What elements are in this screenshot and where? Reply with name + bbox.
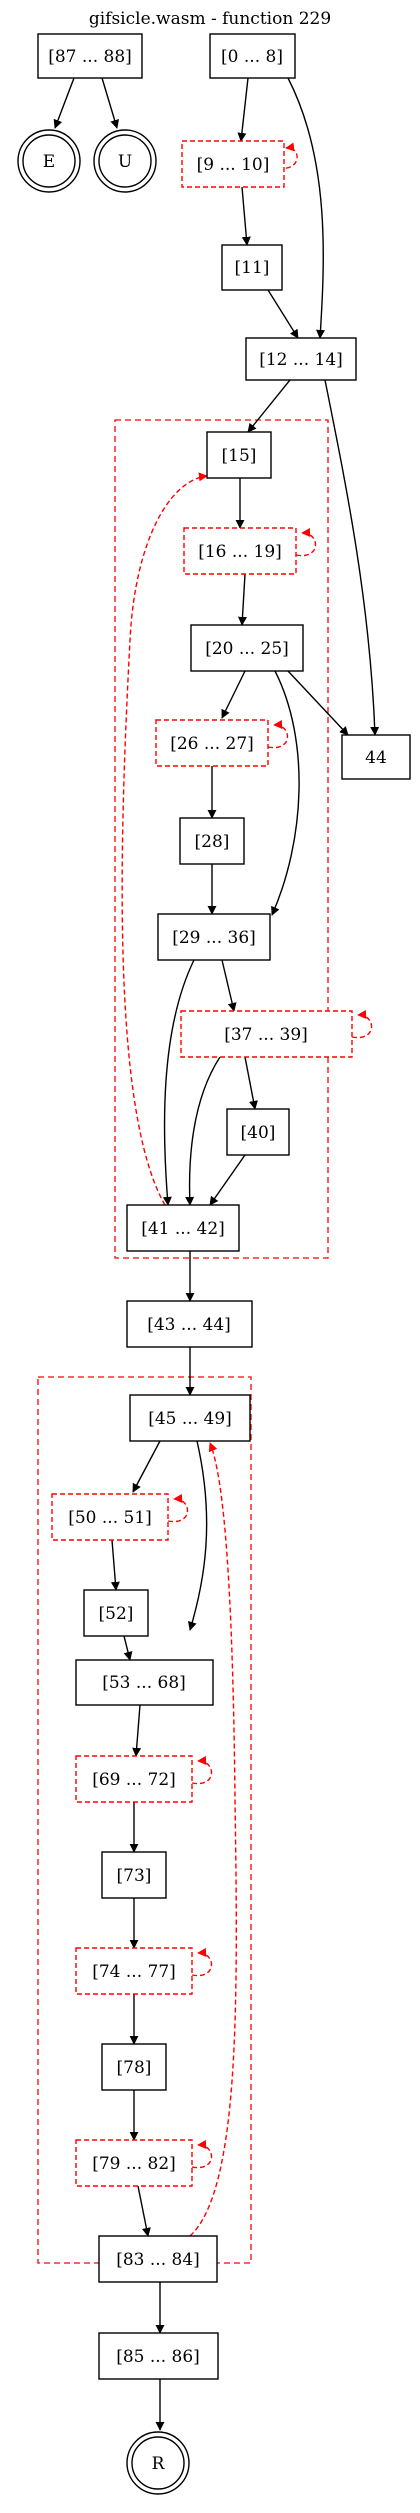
edges	[53, 77, 380, 2431]
edge-50-self-loop	[167, 1494, 189, 1523]
edge-87-to-e	[53, 77, 75, 129]
node-78: [78]	[101, 2043, 167, 2091]
node-69-72: [69 ... 72]	[75, 1755, 193, 1803]
node-85-86: [85 ... 86]	[98, 2332, 219, 2380]
edge-37-to-40	[244, 1056, 258, 1110]
edge-20-to-44	[287, 670, 349, 736]
node-label: [11]	[235, 258, 270, 278]
node-label: [53 ... 68]	[102, 1673, 186, 1693]
node-label: [87 ... 88]	[48, 47, 132, 67]
node-37-39: [37 ... 39]	[180, 1010, 353, 1058]
node-53-68: [53 ... 68]	[75, 1659, 214, 1706]
node-u-exit: U	[93, 129, 157, 193]
node-44: 44	[341, 734, 411, 780]
node-87-88: [87 ... 88]	[37, 33, 143, 79]
node-label: [78]	[117, 2058, 152, 2078]
node-label: [52]	[99, 1604, 134, 1624]
node-16-19: [16 ... 19]	[183, 527, 297, 575]
node-label: [73]	[117, 1866, 152, 1886]
node-label: [15]	[222, 446, 257, 466]
edge-50-to-52	[110, 1539, 120, 1591]
node-label: [16 ... 19]	[198, 542, 282, 562]
node-79-82: [79 ... 82]	[75, 2139, 193, 2187]
node-26-27: [26 ... 27]	[155, 719, 269, 767]
edge-41-to-15-back	[121, 472, 208, 1206]
node-83-84: [83 ... 84]	[98, 2235, 218, 2283]
node-label: [40]	[241, 1123, 276, 1143]
node-label: [28]	[195, 832, 230, 852]
node-label: 44	[365, 748, 387, 768]
node-label: [26 ... 27]	[170, 734, 254, 754]
node-50-51: [50 ... 51]	[51, 1493, 169, 1541]
nodes: [87 ... 88] [0 ... 8] E U [9 ... 10] [11…	[17, 33, 411, 2495]
edge-12-to-15	[247, 379, 291, 433]
edge-45-to-53	[188, 1440, 208, 1631]
node-label: [9 ... 10]	[197, 155, 270, 175]
node-label: [45 ... 49]	[148, 1409, 232, 1429]
node-label: [37 ... 39]	[224, 1025, 308, 1045]
node-41-42: [41 ... 42]	[126, 1204, 240, 1252]
node-11: [11]	[221, 244, 283, 291]
node-40: [40]	[226, 1108, 290, 1156]
edge-45-to-50	[132, 1440, 161, 1493]
edge-16-to-20	[237, 573, 247, 626]
edge-83-to-45-back	[189, 1442, 237, 2237]
node-45-49: [45 ... 49]	[129, 1394, 251, 1442]
node-label: [85 ... 86]	[116, 2347, 200, 2367]
edge-29-to-41	[162, 959, 195, 1206]
edge-52-to-53	[123, 1635, 133, 1661]
edge-26-self-loop	[267, 720, 289, 749]
edge-79-to-83	[137, 2185, 151, 2237]
edge-69-self-loop	[191, 1756, 213, 1785]
node-label: [12 ... 14]	[259, 350, 343, 370]
edge-37-self-loop	[351, 1010, 373, 1039]
node-9-10: [9 ... 10]	[181, 140, 285, 188]
edge-16-self-loop	[295, 528, 317, 557]
graph-title: gifsicle.wasm - function 229	[89, 9, 331, 29]
node-74-77: [74 ... 77]	[75, 1947, 193, 1995]
edge-37-to-41	[185, 1056, 221, 1206]
node-label: [0 ... 8]	[221, 47, 283, 67]
edge-53-to-69	[132, 1704, 142, 1757]
node-label: U	[118, 152, 132, 172]
node-label: [20 ... 25]	[205, 639, 289, 659]
node-label: E	[43, 152, 55, 172]
edge-87-to-u	[101, 77, 119, 129]
edge-11-to-12	[267, 289, 299, 339]
node-43-44: [43 ... 44]	[126, 1300, 253, 1348]
edge-79-self-loop	[191, 2140, 213, 2169]
edge-20-to-26	[221, 670, 246, 719]
edge-0-to-9	[237, 77, 249, 142]
node-label: [43 ... 44]	[147, 1315, 231, 1335]
node-29-36: [29 ... 36]	[157, 913, 271, 961]
edge-20-to-29	[271, 670, 300, 916]
node-52: [52]	[83, 1589, 149, 1637]
node-28: [28]	[179, 817, 245, 865]
loop-cluster-1	[114, 419, 329, 1259]
node-label: [74 ... 77]	[92, 1962, 176, 1982]
edge-29-to-37	[221, 959, 237, 1012]
edge-40-to-41	[209, 1154, 246, 1206]
node-r-return: R	[126, 2431, 190, 2495]
node-label: [50 ... 51]	[68, 1508, 152, 1528]
node-label: [69 ... 72]	[92, 1770, 176, 1790]
node-15: [15]	[206, 431, 272, 479]
node-label: R	[152, 2454, 166, 2474]
edge-12-to-44	[324, 379, 380, 736]
node-label: [79 ... 82]	[92, 2154, 176, 2174]
node-label: [29 ... 36]	[172, 928, 256, 948]
edge-0-to-12	[287, 77, 326, 339]
node-0-8: [0 ... 8]	[209, 33, 296, 79]
node-label: [83 ... 84]	[116, 2250, 200, 2270]
node-label: [41 ... 42]	[141, 1219, 225, 1239]
edge-9-to-11	[241, 186, 251, 246]
edge-74-self-loop	[191, 1948, 213, 1977]
node-73: [73]	[101, 1851, 167, 1899]
node-20-25: [20 ... 25]	[190, 624, 304, 672]
node-e-exit: E	[17, 129, 81, 193]
node-12-14: [12 ... 14]	[245, 337, 357, 381]
